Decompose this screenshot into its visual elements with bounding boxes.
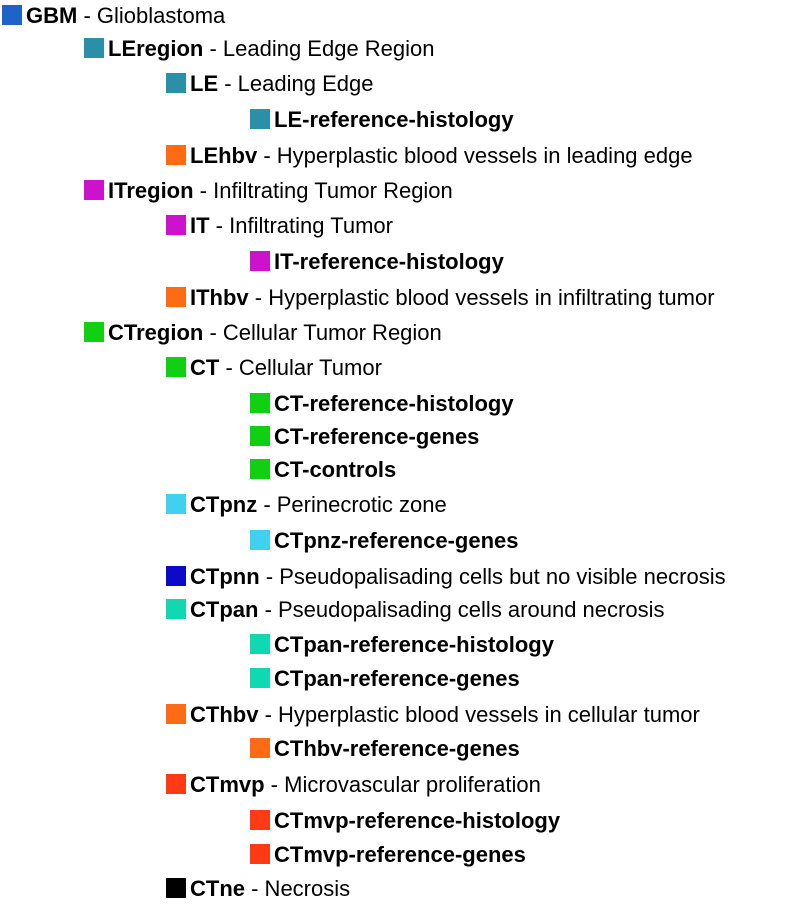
node-code: CTpnn (190, 564, 260, 589)
node-description: - Infiltrating Tumor Region (193, 178, 453, 203)
node-code: CTmvp-reference-histology (274, 808, 561, 833)
node-code: CT (190, 355, 220, 380)
node-description: - Cellular Tumor Region (203, 320, 442, 345)
color-swatch (2, 5, 22, 25)
color-swatch (166, 494, 186, 514)
node-description: - Hyperplastic blood vessels in infiltra… (248, 285, 715, 310)
node-label: CTpan-reference-genes (274, 666, 520, 692)
node-description: - Leading Edge (218, 71, 374, 96)
color-swatch (166, 704, 186, 724)
color-swatch (250, 738, 270, 758)
node-label: CT-reference-histology (274, 391, 514, 417)
node-label: ITregion - Infiltrating Tumor Region (108, 178, 453, 204)
node-code: CTpan-reference-histology (274, 632, 554, 657)
node-code: IThbv (190, 285, 249, 310)
color-swatch (84, 322, 104, 342)
node-label: CThbv - Hyperplastic blood vessels in ce… (190, 702, 700, 728)
color-swatch (166, 215, 186, 235)
node-label: LE - Leading Edge (190, 71, 373, 97)
node-code: CTregion (108, 320, 204, 345)
node-code: CThbv (190, 702, 259, 727)
node-label: LE-reference-histology (274, 107, 514, 133)
node-code: LE-reference-histology (274, 107, 514, 132)
color-swatch (166, 287, 186, 307)
node-code: GBM (26, 3, 78, 28)
node-description: - Hyperplastic blood vessels in leading … (257, 143, 693, 168)
node-label: IT-reference-histology (274, 249, 504, 275)
node-description: - Glioblastoma (77, 3, 226, 28)
color-swatch (84, 180, 104, 200)
node-code: CTmvp (190, 772, 265, 797)
node-description: - Necrosis (245, 876, 351, 901)
node-label: CT - Cellular Tumor (190, 355, 382, 381)
color-swatch (250, 459, 270, 479)
node-code: CT-reference-histology (274, 391, 514, 416)
node-code: CT-reference-genes (274, 424, 480, 449)
node-code: CThbv-reference-genes (274, 736, 520, 761)
node-label: CT-controls (274, 457, 396, 483)
node-label: CTpan - Pseudopalisading cells around ne… (190, 597, 664, 623)
node-label: LEregion - Leading Edge Region (108, 36, 435, 62)
node-label: CT-reference-genes (274, 424, 479, 450)
node-label: CTne - Necrosis (190, 876, 350, 902)
color-swatch (250, 109, 270, 129)
color-swatch (166, 73, 186, 93)
node-description: - Perinecrotic zone (257, 492, 447, 517)
node-description: - Pseudopalisading cells but no visible … (259, 564, 726, 589)
node-label: LEhbv - Hyperplastic blood vessels in le… (190, 143, 693, 169)
node-code: ITregion (108, 178, 194, 203)
node-description: - Leading Edge Region (203, 36, 435, 61)
node-label: CTpnn - Pseudopalisading cells but no vi… (190, 564, 726, 590)
node-label: IThbv - Hyperplastic blood vessels in in… (190, 285, 715, 311)
node-code: CTpan-reference-genes (274, 666, 520, 691)
node-code: CT-controls (274, 457, 397, 482)
color-swatch (166, 566, 186, 586)
node-description: - Cellular Tumor (219, 355, 382, 380)
node-code: CTpan (190, 597, 259, 622)
node-code: CTpnz-reference-genes (274, 528, 519, 553)
color-swatch (250, 393, 270, 413)
color-swatch (166, 357, 186, 377)
node-code: CTpnz (190, 492, 258, 517)
color-swatch (250, 810, 270, 830)
color-swatch (250, 634, 270, 654)
node-description: - Pseudopalisading cells around necrosis (258, 597, 665, 622)
node-description: - Microvascular proliferation (264, 772, 541, 797)
node-description: - Hyperplastic blood vessels in cellular… (258, 702, 700, 727)
node-code: LEhbv (190, 143, 258, 168)
color-swatch (84, 38, 104, 58)
node-label: CTpnz-reference-genes (274, 528, 519, 554)
color-swatch (166, 599, 186, 619)
node-code: CTne (190, 876, 245, 901)
node-label: CTmvp - Microvascular proliferation (190, 772, 541, 798)
node-code: CTmvp-reference-genes (274, 842, 526, 867)
node-label: CThbv-reference-genes (274, 736, 520, 762)
node-label: CTmvp-reference-histology (274, 808, 560, 834)
node-label: CTpnz - Perinecrotic zone (190, 492, 447, 518)
node-label: GBM - Glioblastoma (26, 3, 225, 29)
node-label: CTregion - Cellular Tumor Region (108, 320, 442, 346)
color-swatch (250, 251, 270, 271)
color-swatch (250, 668, 270, 688)
node-label: IT - Infiltrating Tumor (190, 213, 393, 239)
color-swatch (250, 530, 270, 550)
color-swatch (166, 878, 186, 898)
node-code: IT-reference-histology (274, 249, 504, 274)
color-swatch (250, 844, 270, 864)
node-code: IT (190, 213, 210, 238)
node-code: LEregion (108, 36, 204, 61)
color-swatch (166, 145, 186, 165)
node-label: CTpan-reference-histology (274, 632, 554, 658)
color-swatch (250, 426, 270, 446)
node-description: - Infiltrating Tumor (209, 213, 393, 238)
color-swatch (166, 774, 186, 794)
node-label: CTmvp-reference-genes (274, 842, 526, 868)
node-code: LE (190, 71, 219, 96)
